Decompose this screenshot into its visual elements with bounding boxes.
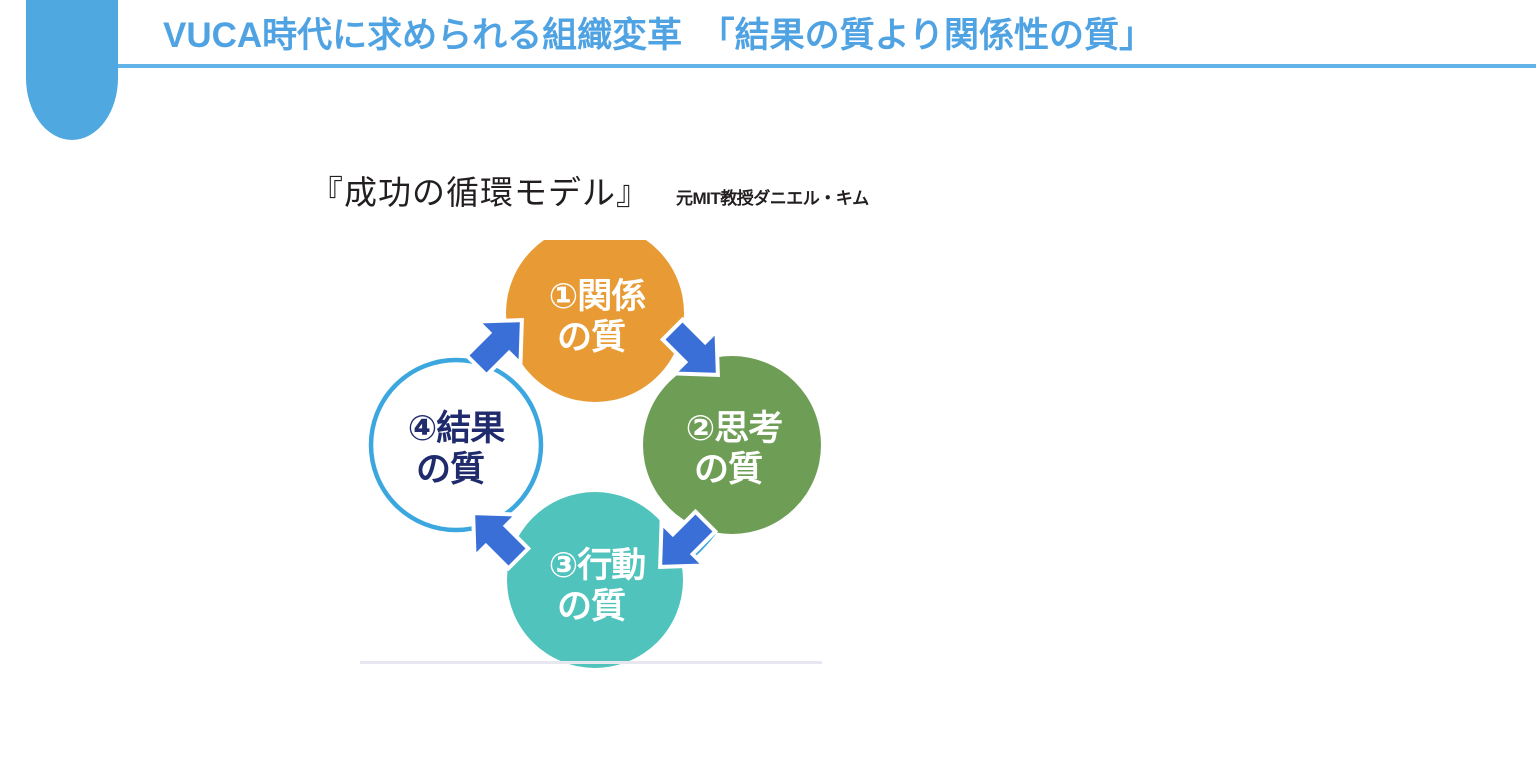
arrow-thinking-to-action-icon <box>658 508 719 569</box>
cycle-node-thinking-circle <box>643 356 821 534</box>
model-heading-group: 『成功の循環モデル』 元MIT教授ダニエル・キム <box>310 178 869 211</box>
cycle-node-result-circle <box>368 357 544 533</box>
header-accent-bar <box>26 0 118 140</box>
page-title: VUCA時代に求められる組織変革 「結果の質より関係性の質」 <box>163 16 1154 55</box>
cycle-node-result: ④結果 の質 <box>368 357 544 533</box>
cycle-node-relationship: ①関係 の質 <box>506 240 684 402</box>
cycle-node-result-line2: の質 <box>416 450 484 490</box>
cycle-node-relationship-circle <box>506 240 684 402</box>
cycle-node-result-line1: ④結果 <box>408 409 506 449</box>
arrow-relationship-to-thinking-icon <box>659 316 720 377</box>
diagram-footer-rule <box>360 661 822 664</box>
header-divider-rule <box>118 64 1536 68</box>
model-heading: 『成功の循環モデル』 <box>310 176 650 212</box>
cycle-node-thinking-line1: ②思考 <box>686 409 783 449</box>
cycle-node-thinking-line2: の質 <box>694 450 762 490</box>
cycle-node-action: ③行動 の質 <box>507 492 683 668</box>
success-cycle-diagram: ④結果 の質 ②思考 の質 ③行動 の質 ①関係 の質 <box>360 240 830 670</box>
cycle-node-thinking: ②思考 の質 <box>643 356 821 534</box>
cycle-node-relationship-line2: の質 <box>557 318 625 358</box>
cycle-node-action-line2: の質 <box>557 587 625 627</box>
arrow-action-to-result-icon <box>471 511 532 572</box>
cycle-node-action-line1: ③行動 <box>549 546 646 586</box>
model-attribution: 元MIT教授ダニエル・キム <box>676 189 869 208</box>
cycle-node-action-circle <box>507 492 683 668</box>
cycle-node-relationship-line1: ①関係 <box>549 277 647 317</box>
arrow-result-to-relationship-icon <box>463 318 524 379</box>
